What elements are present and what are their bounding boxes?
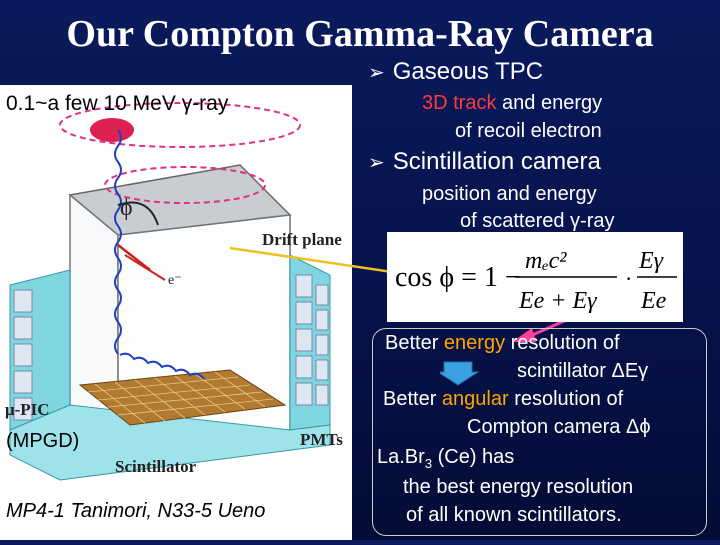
down-arrow-icon — [440, 361, 480, 386]
resolution-callout-box — [372, 328, 707, 536]
formula-denominator-ee: Ee — [640, 288, 667, 314]
scint-desc-line2: of scattered γ-ray — [460, 210, 615, 232]
tpc-desc-line1: 3D track and energy — [422, 92, 603, 114]
energy-range-label: 0.1~a few 10 MeV γ-ray — [6, 92, 229, 115]
scint-desc-line1: position and energy — [422, 183, 597, 205]
mpgd-label: (MPGD) — [6, 430, 80, 452]
formula-numerator-mec2: mₑc² — [525, 248, 567, 274]
arrow-bullet-icon: ➢ — [368, 60, 385, 84]
box-line-5: La.Br3 (Ce) has — [377, 446, 515, 471]
bullet-scintillation-camera: ➢Scintillation camera — [368, 148, 601, 175]
slide-title: Our Compton Gamma-Ray Camera — [66, 13, 654, 55]
detector-illustration — [9, 102, 331, 481]
box-line-2: scintillator ΔEγ — [517, 360, 649, 382]
formula-lhs: cos ϕ = 1 − — [395, 262, 521, 293]
svg-text:·: · — [625, 266, 632, 291]
box-line-4: Compton camera Δϕ — [467, 416, 651, 438]
arrow-bullet-icon: ➢ — [368, 150, 385, 174]
drift-plane-label: Drift plane — [262, 230, 342, 249]
credit-text: MP4-1 Tanimori, N33-5 Ueno — [6, 500, 266, 522]
formula-denominator: Ee + Eγ — [518, 288, 597, 314]
tpc-desc-line2: of recoil electron — [455, 120, 602, 142]
formula-numerator-egamma: Eγ — [638, 248, 664, 274]
pmts-label: PMTs — [300, 430, 343, 449]
box-line-6: the best energy resolution — [403, 476, 634, 498]
phi-label: ϕ — [120, 195, 133, 221]
compton-formula: cos ϕ = 1 − mₑc² Ee + Eγ · Eγ Ee — [387, 232, 683, 322]
mu-pic-label: μ-PIC — [5, 400, 50, 419]
box-line-3: Better angular resolution of — [383, 388, 624, 410]
camera-diagram: Drift plane ϕ e⁻ μ-PIC PMTs Scintillator — [0, 85, 352, 540]
box-line-1: Better energy resolution of — [385, 332, 620, 354]
bullet-gaseous-tpc: ➢Gaseous TPC — [368, 58, 544, 85]
box-line-7: of all known scintillators. — [406, 504, 622, 526]
formula-graphic: cos ϕ = 1 − mₑc² Ee + Eγ · Eγ Ee — [395, 248, 677, 314]
electron-label: e⁻ — [168, 273, 182, 288]
scintillator-label: Scintillator — [115, 457, 197, 476]
